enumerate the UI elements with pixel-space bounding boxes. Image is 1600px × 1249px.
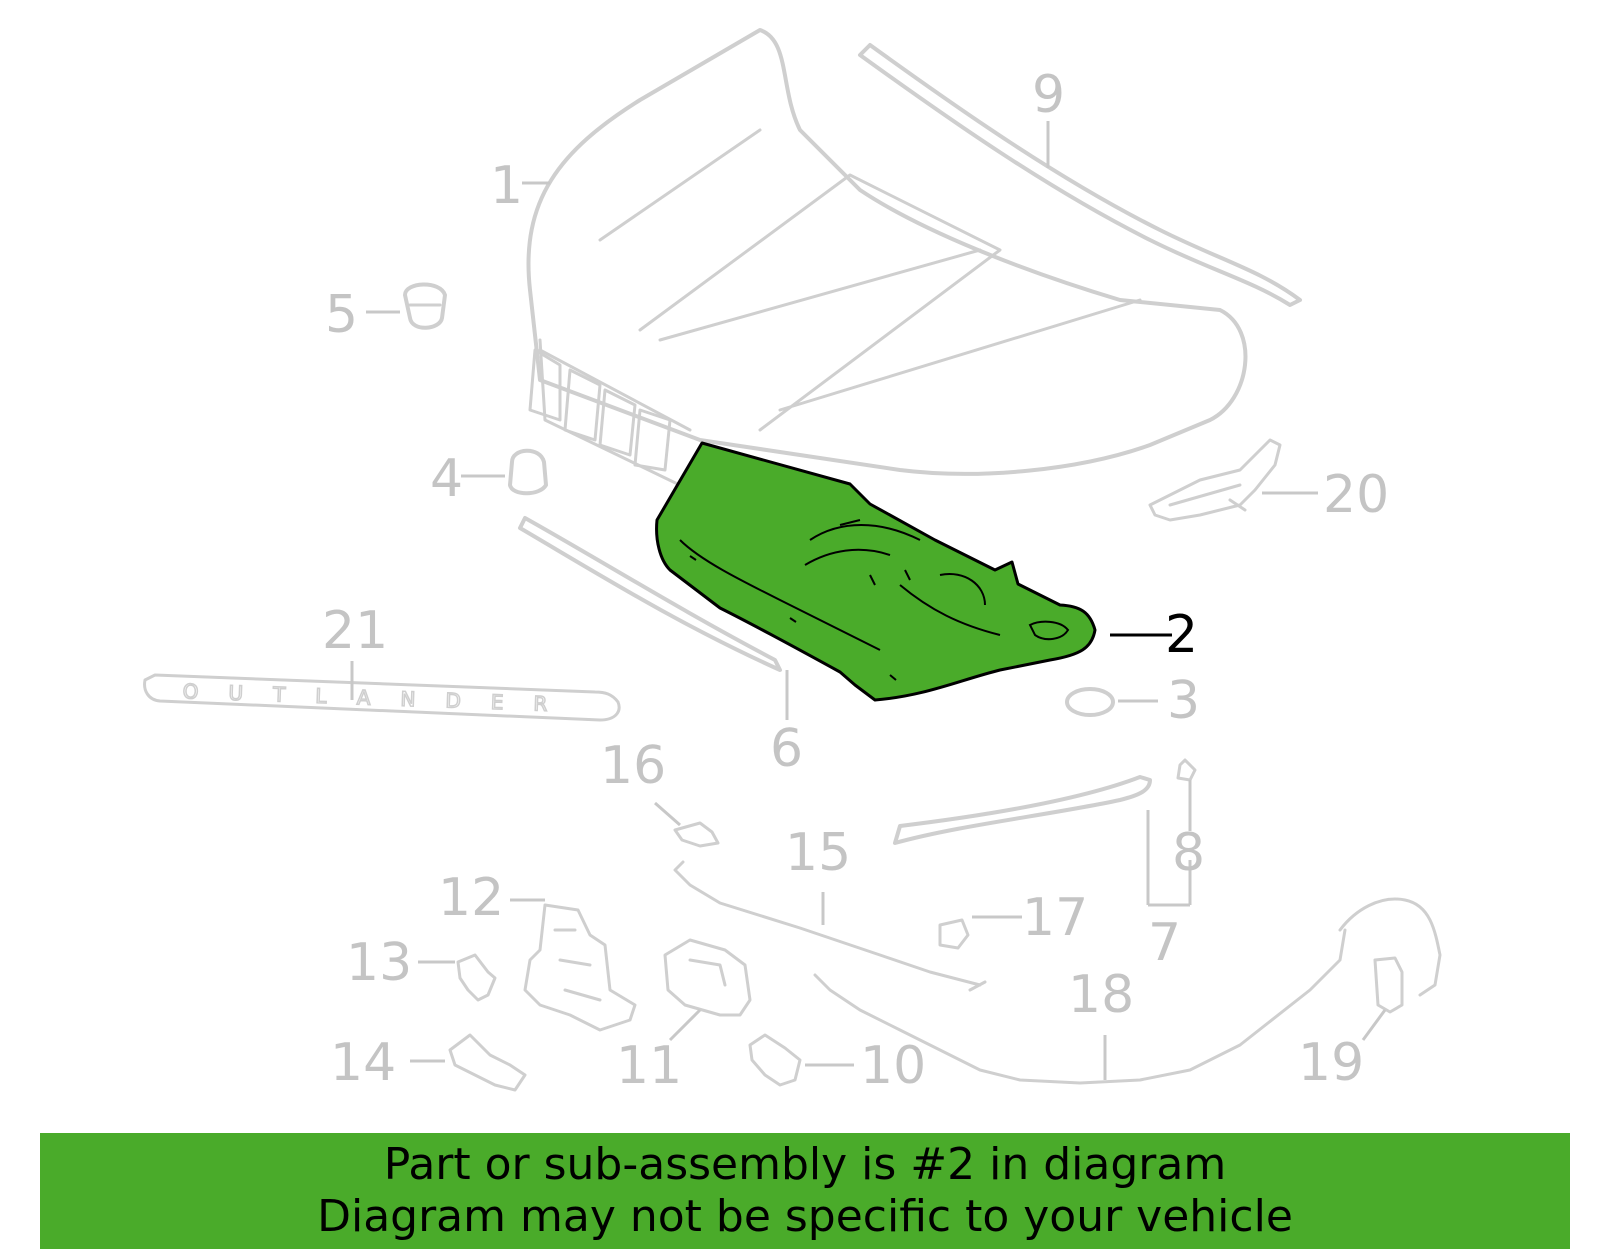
info-banner: Part or sub-assembly is #2 in diagram Di…: [40, 1133, 1570, 1249]
actuator-part-11: [663, 938, 752, 1017]
seal-part-7: [893, 775, 1152, 845]
callout-20: 20: [1323, 465, 1389, 525]
callout-17: 17: [1022, 888, 1088, 948]
callout-3: 3: [1167, 671, 1200, 731]
callout-12: 12: [438, 868, 504, 928]
callout-10: 10: [860, 1036, 926, 1096]
callout-2[interactable]: 2: [1165, 605, 1198, 665]
clip-part-5: [403, 282, 447, 330]
callout-9: 9: [1032, 65, 1065, 125]
banner-disclaimer-line: Diagram may not be specific to your vehi…: [317, 1191, 1293, 1242]
callout-7: 7: [1148, 913, 1181, 973]
callout-5: 5: [325, 285, 358, 345]
bracket-part-13: [456, 953, 497, 1002]
callout-19: 19: [1298, 1033, 1364, 1093]
hood-seal-part-9: [858, 43, 1302, 307]
callout-13: 13: [346, 933, 412, 993]
clip-part-16: [673, 821, 720, 848]
bracket-part-14: [448, 1033, 527, 1092]
callout-18: 18: [1068, 965, 1134, 1025]
hood-part-1: [526, 28, 1248, 492]
release-cable-part-18: [813, 897, 1442, 1085]
leader-lines: [350, 121, 1387, 1080]
hood-grille-brackets: [528, 348, 672, 472]
clip-part-8: [1176, 758, 1197, 782]
callout-6: 6: [770, 719, 803, 779]
callout-16: 16: [600, 736, 666, 796]
latch-part-12: [523, 903, 637, 1032]
callout-21: 21: [322, 601, 388, 661]
banner-part-line: Part or sub-assembly is #2 in diagram: [383, 1139, 1227, 1190]
callout-14: 14: [330, 1033, 396, 1093]
hinge-part-20: [1148, 438, 1282, 522]
emblem-part-21: OUTLANDER: [143, 673, 621, 722]
prop-rod-part-15: [673, 860, 987, 992]
clip-part-17: [938, 918, 970, 950]
bumper-part-4: [508, 448, 548, 496]
callout-11: 11: [616, 1036, 682, 1096]
callout-8: 8: [1172, 823, 1205, 883]
callout-1: 1: [490, 156, 523, 216]
grommet-part-3: [1065, 687, 1115, 717]
callout-labels: 1 2 3 4 5 6 7 8 9 10 11 12 13 14 15 16 1…: [322, 65, 1389, 1096]
grommet-part-19: [1373, 956, 1404, 1014]
bracket-part-10: [748, 1033, 802, 1087]
weatherstrip-part-6: [518, 516, 782, 672]
parts-diagram: OUTLANDER: [143, 28, 1442, 1096]
hood-insulator-part-2[interactable]: [655, 441, 1097, 702]
callout-4: 4: [430, 449, 463, 509]
callout-15: 15: [785, 823, 851, 883]
